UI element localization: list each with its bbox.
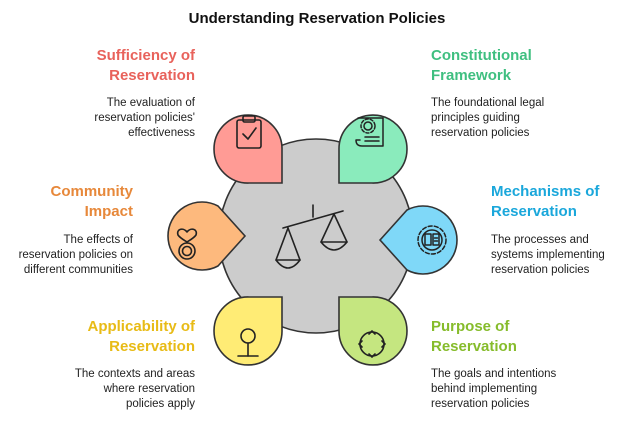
heading-line: Reservation: [491, 203, 577, 220]
desc-line: reservation policies: [491, 264, 590, 276]
clipboard-check-icon: [236, 115, 262, 149]
desc-applicability: The contexts and areas where reservation p…: [40, 367, 195, 412]
desc-constitutional: The foundational legal principles guiding…: [431, 96, 621, 141]
desc-line: effectiveness: [128, 127, 195, 139]
heading-line: Sufficiency of: [96, 47, 195, 64]
desc-mechanisms: The processes and systems implementing res…: [491, 233, 631, 278]
petal-sufficiency: [213, 114, 283, 184]
heading-line: Reservation: [431, 338, 517, 355]
map-pin-icon: [237, 328, 259, 357]
desc-line: The evaluation of: [106, 97, 195, 109]
desc-line: The effects of: [63, 234, 133, 246]
heading-line: Impact: [84, 203, 133, 220]
desc-line: reservation policies': [94, 112, 195, 124]
desc-line: The processes and: [491, 234, 589, 246]
heading-line: Reservation: [109, 338, 195, 355]
heading-line: Framework: [431, 67, 512, 84]
desc-line: policies apply: [125, 398, 195, 410]
desc-sufficiency: The evaluation of reservation policies' ef…: [40, 96, 195, 141]
heading-line: Community: [50, 183, 134, 200]
heading-mechanisms: Mechanisms of Reservation: [491, 182, 631, 222]
heading-line: Constitutional: [431, 47, 532, 64]
heading-purpose: Purpose of Reservation: [431, 317, 621, 357]
heading-line: Purpose of: [431, 318, 510, 335]
desc-purpose: The goals and intentions behind implement…: [431, 367, 621, 412]
heart-ring-icon: [176, 228, 198, 260]
petal-constitutional: [338, 114, 408, 184]
desc-line: reservation policies on: [18, 249, 133, 261]
desc-line: principles guiding: [431, 112, 520, 124]
desc-line: where reservation: [103, 383, 195, 395]
scroll-gear-icon: [355, 117, 384, 147]
desc-line: The contexts and areas: [74, 368, 195, 380]
gear-document-icon: [417, 225, 447, 255]
desc-line: reservation policies: [431, 398, 530, 410]
petal-community: [167, 201, 247, 271]
balance-scale-icon: [275, 204, 348, 269]
desc-line: reservation policies: [431, 127, 530, 139]
heading-line: Reservation: [109, 67, 195, 84]
heading-line: Mechanisms of: [491, 183, 600, 200]
desc-line: The foundational legal: [431, 97, 545, 109]
desc-line: The goals and intentions: [431, 368, 557, 380]
heading-sufficiency: Sufficiency of Reservation: [40, 46, 195, 86]
desc-line: different communities: [23, 264, 133, 276]
heading-line: Applicability of: [87, 318, 195, 335]
desc-community: The effects of reservation policies on dif…: [2, 233, 133, 278]
petal-applicability: [213, 296, 283, 366]
diagram-title: Understanding Reservation Policies: [188, 10, 446, 27]
heading-applicability: Applicability of Reservation: [40, 317, 195, 357]
desc-line: behind implementing: [431, 383, 538, 395]
desc-line: systems implementing: [491, 249, 605, 261]
target-arrows-icon: [358, 330, 386, 358]
